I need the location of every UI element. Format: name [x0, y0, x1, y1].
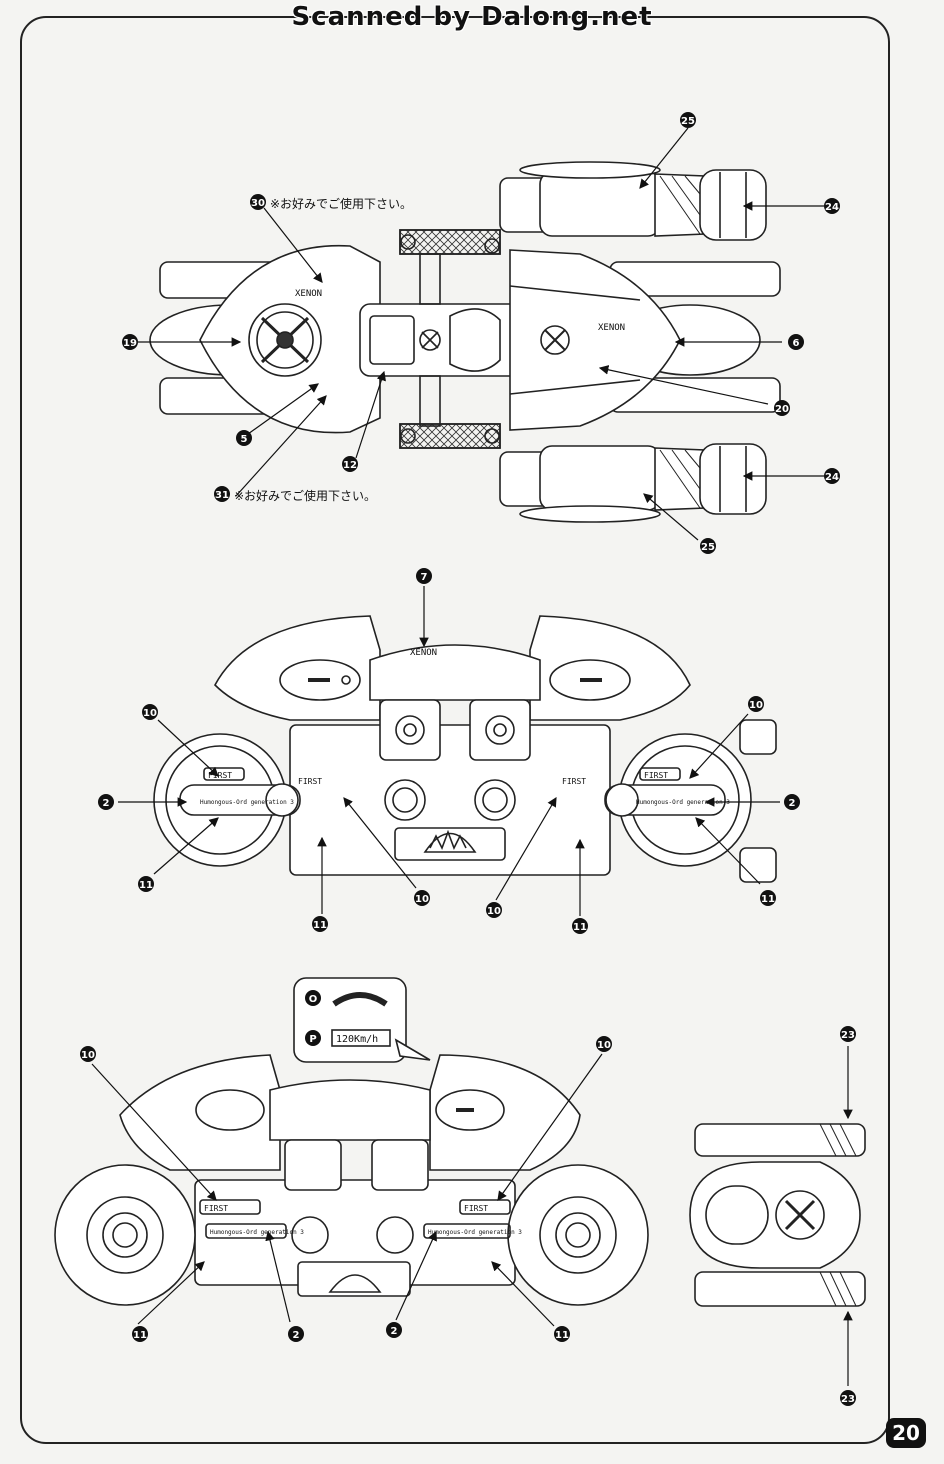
callout-25-bottom: 25 [701, 542, 715, 553]
callout-6: 6 [793, 338, 800, 349]
top-decal-xenon-left: XENON [295, 289, 322, 299]
callout-5: 5 [241, 434, 248, 445]
mid-decal-humongous-right: Humongous-Ord generation 3 [636, 799, 730, 806]
page-number: 20 [886, 1418, 926, 1448]
callout-30: 30 [251, 198, 265, 209]
callout-mid-11-a: 11 [139, 880, 153, 891]
callout-mid-10-b: 10 [415, 894, 429, 905]
bot-decal-humongous-right: Humongous-Ord generation 3 [428, 1229, 522, 1236]
callout-bot-2-b: 2 [391, 1326, 398, 1337]
callout-mid-10-c: 10 [487, 906, 501, 917]
front-view-vehicle: XENON FIRST Humongous-Ord generation 3 F… [153, 615, 777, 883]
callout-19: 19 [123, 338, 137, 349]
page-frame [20, 16, 890, 1444]
callout-24-bottom: 24 [825, 472, 839, 483]
display-label-p: P [309, 1034, 316, 1045]
callout-7: 7 [421, 572, 428, 583]
display-label-o: O [309, 994, 318, 1005]
callout-20: 20 [775, 404, 789, 415]
callout-mid-11-d: 11 [761, 894, 775, 905]
callout-25-top: 25 [681, 116, 695, 127]
callout-bot-10-a: 10 [81, 1050, 95, 1061]
mid-decal-xenon: XENON [410, 648, 437, 658]
watermark: Scanned by Dalong.net [291, 2, 653, 32]
bot-decal-first-left: FIRST [204, 1204, 228, 1213]
callout-bot-2-a: 2 [293, 1330, 300, 1341]
callout-31: 31 [215, 490, 229, 501]
callout-badges: 30 31 19 5 12 6 20 25 24 24 25 7 10 2 11… [80, 112, 856, 1406]
callout-mid-10-a: 10 [143, 708, 157, 719]
bot-decal-humongous-left: Humongous-Ord generation 3 [210, 1229, 304, 1236]
callout-mid-2-b: 2 [789, 798, 796, 809]
mid-decal-humongous-left: Humongous-Ord generation 3 [200, 799, 294, 806]
callout-mid-11-c: 11 [573, 922, 587, 933]
side-view-part [689, 1123, 866, 1307]
callout-bot-11-a: 11 [133, 1330, 147, 1341]
mid-decal-first-left: FIRST [208, 771, 232, 780]
callout-24-top: 24 [825, 202, 839, 213]
top-decal-xenon: XENON [598, 323, 625, 333]
mid-decal-first-right: FIRST [644, 771, 668, 780]
top-view-vehicle: XENON XENON [149, 161, 781, 523]
mid-decal-first-center-left: FIRST [298, 777, 322, 786]
speed-readout: 120Km/h [336, 1034, 378, 1045]
callout-12: 12 [343, 460, 357, 471]
callout-mid-11-b: 11 [313, 920, 327, 931]
callout-mid-10-d: 10 [749, 700, 763, 711]
callout-23-bottom: 23 [841, 1394, 855, 1405]
leader-lines [91, 127, 853, 1386]
note-31: ※お好みでご使用下さい。 [234, 489, 377, 503]
callout-mid-2-a: 2 [103, 798, 110, 809]
mid-decal-first-center-right: FIRST [562, 777, 586, 786]
lower-booster [499, 443, 767, 523]
rear-view-vehicle: FIRST FIRST Humongous-Ord generation 3 H… [54, 977, 649, 1306]
callout-bot-11-b: 11 [555, 1330, 569, 1341]
bot-decal-first-right: FIRST [464, 1204, 488, 1213]
note-30: ※お好みでご使用下さい。 [270, 197, 413, 211]
callout-23-top: 23 [841, 1030, 855, 1041]
upper-booster [499, 161, 767, 241]
callout-bot-10-b: 10 [597, 1040, 611, 1051]
